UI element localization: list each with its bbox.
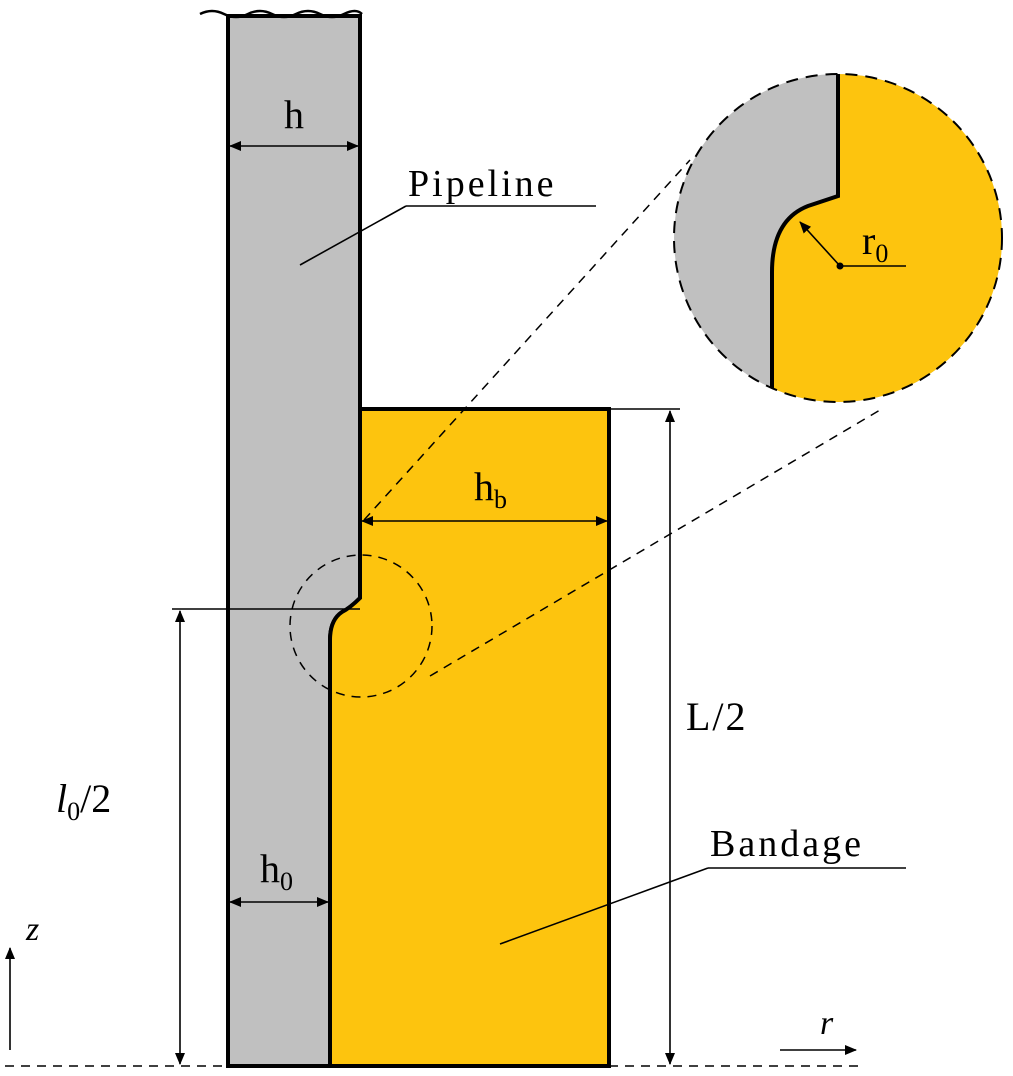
h0-label: h0	[260, 846, 293, 896]
zoom-connector-top	[363, 159, 691, 521]
h-label: h	[284, 92, 304, 137]
bandage-leader	[499, 867, 709, 945]
bandage-body	[328, 407, 611, 1068]
l0-half-label: l0/2	[56, 776, 111, 826]
pipeline-label: Pipeline	[408, 163, 557, 205]
r-axis-label: r	[820, 1005, 834, 1042]
z-axis-label: z	[25, 911, 39, 948]
L-half-label: L/2	[686, 694, 748, 739]
bandage-label: Bandage	[710, 823, 864, 865]
pipeline-leader	[299, 205, 407, 266]
zoom-inset	[673, 73, 1003, 403]
r0-radius-arrow	[799, 221, 841, 267]
zoom-connector-bottom	[429, 409, 881, 677]
detail-circle	[289, 554, 433, 698]
hb-label: hb	[474, 464, 507, 514]
pipeline-break-line	[199, 9, 363, 19]
r0-label: r0	[862, 218, 888, 268]
